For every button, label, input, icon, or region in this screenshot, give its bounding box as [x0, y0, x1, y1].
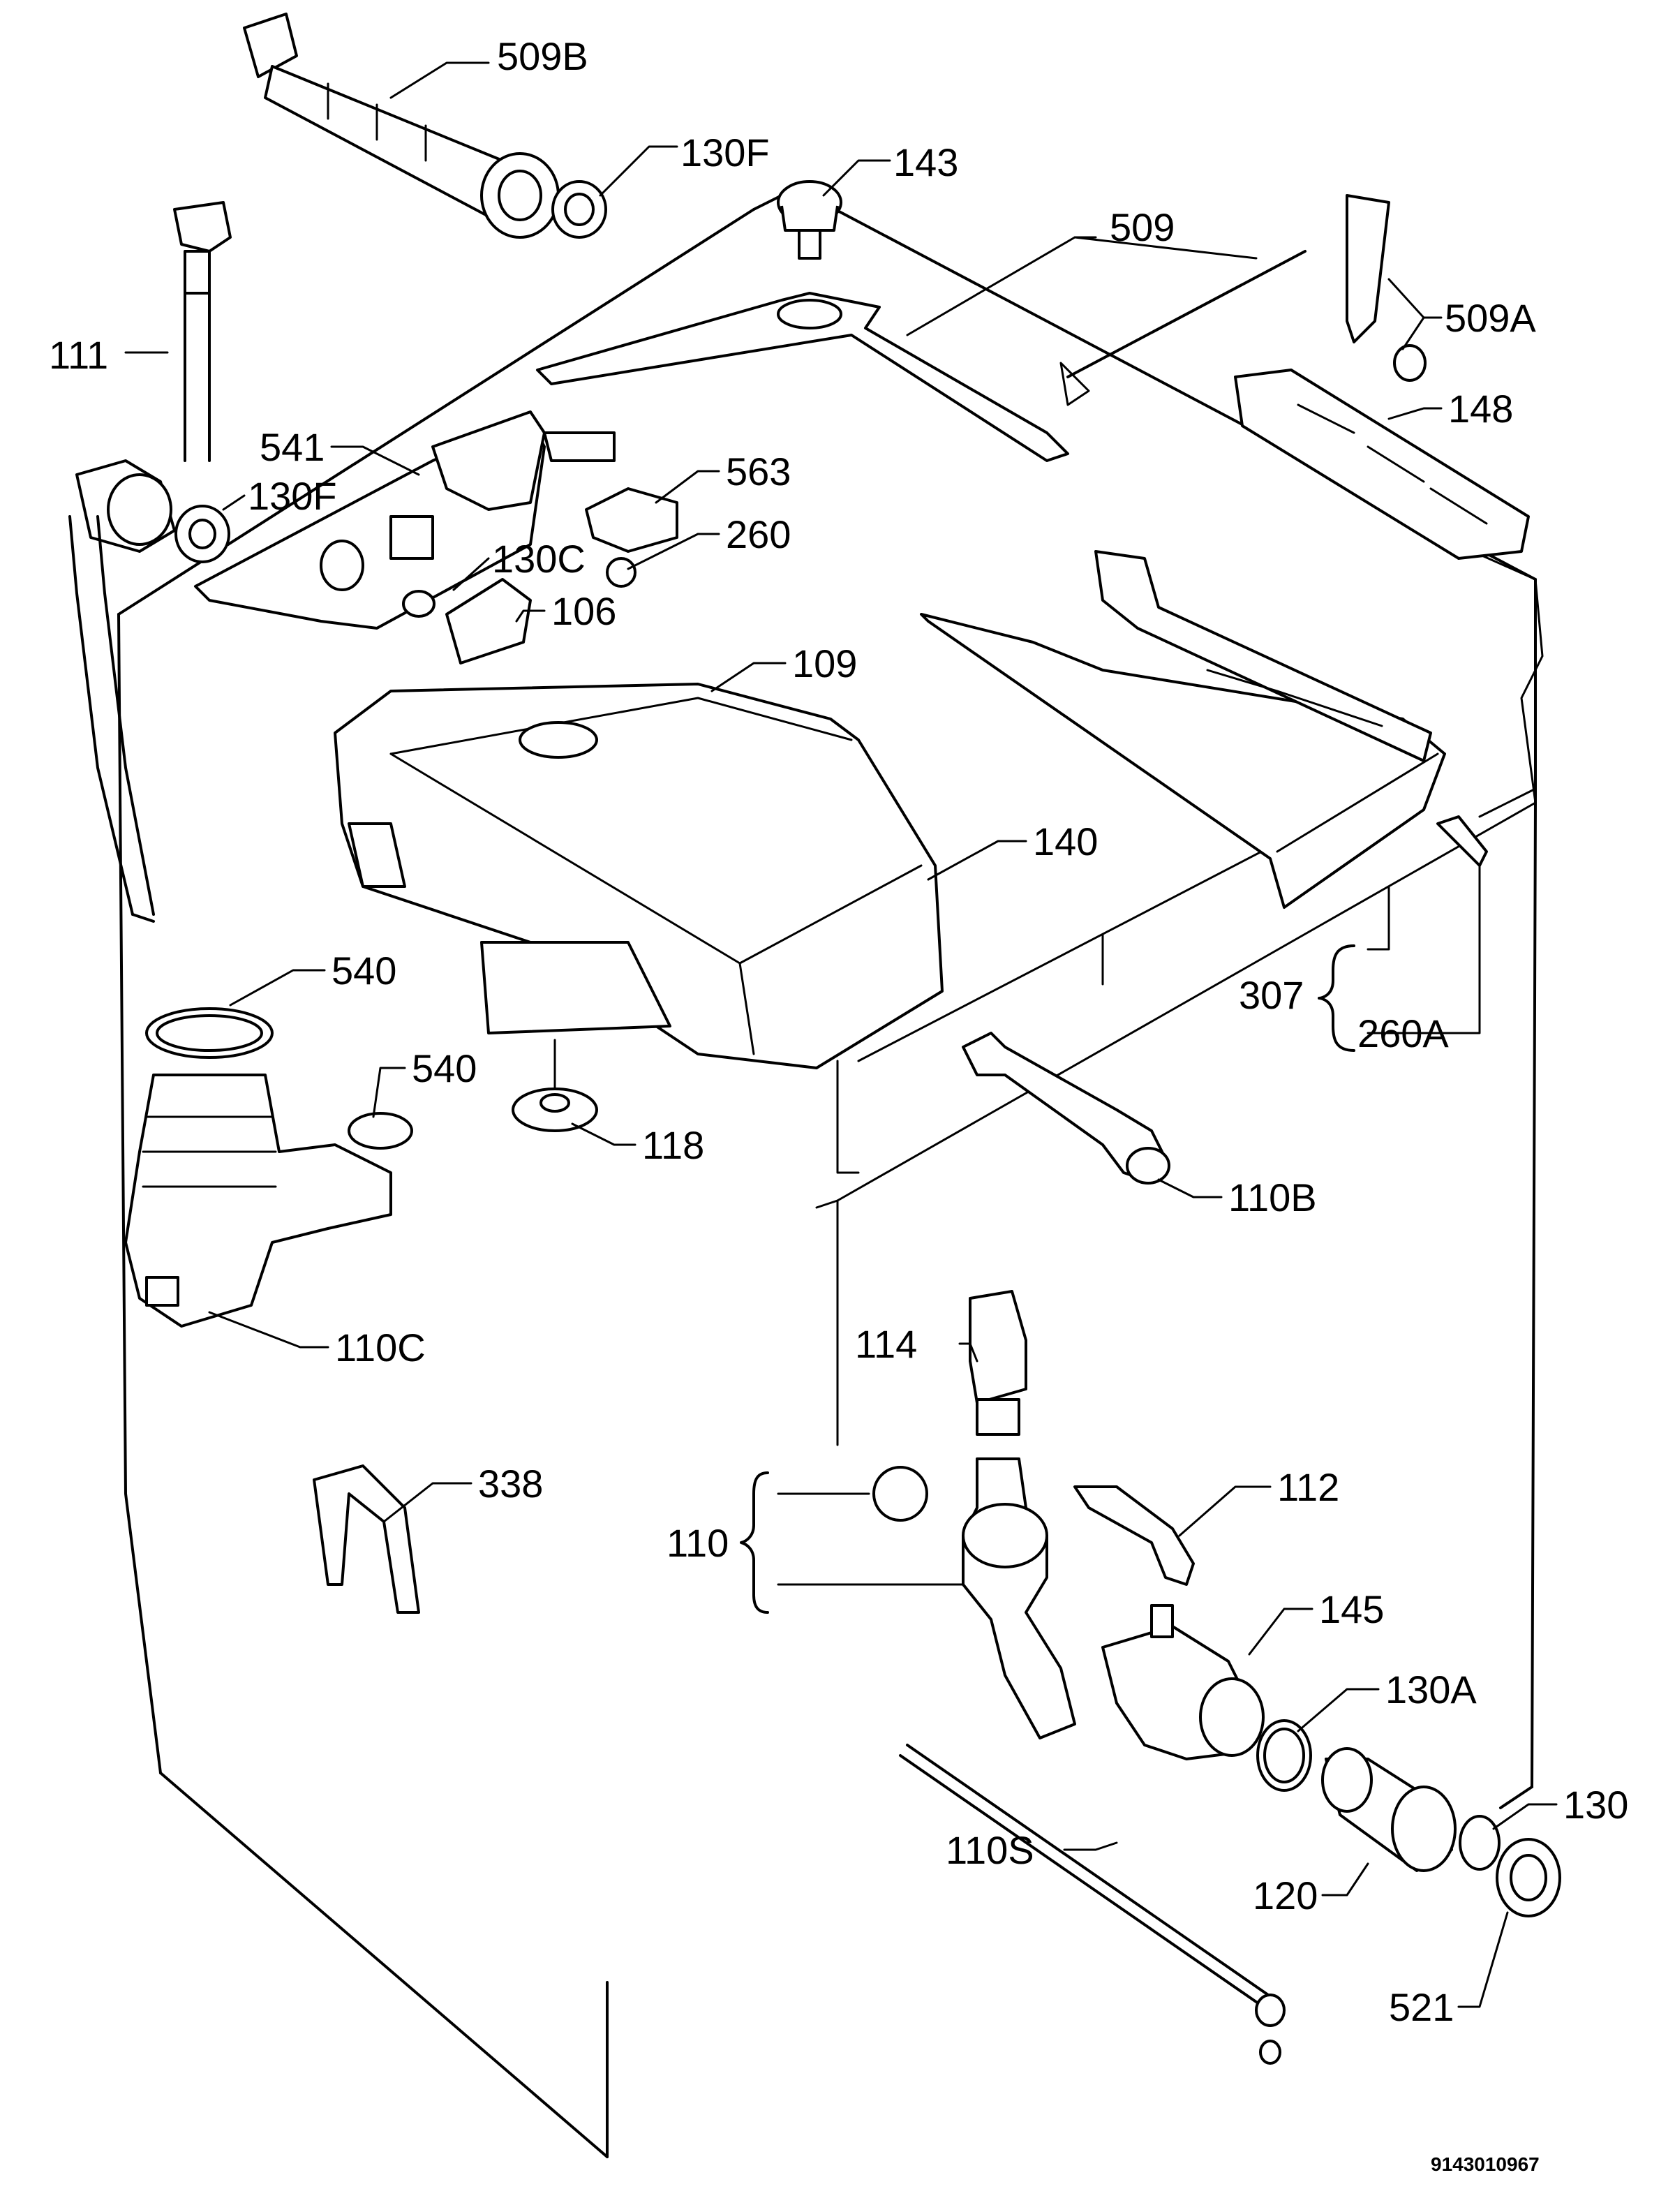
- part-130-seal: [1459, 1815, 1501, 1871]
- part-110c-sump-hose: [124, 1074, 392, 1328]
- part-509a-lever: [1346, 194, 1427, 382]
- label-111: 111: [49, 333, 108, 377]
- part-145-pump: [1101, 1604, 1265, 1760]
- label-143: 143: [893, 140, 958, 184]
- part-509-bracket: [536, 292, 1069, 462]
- part-111-inlet-hose: [173, 201, 232, 462]
- label-509a: 509A: [1445, 296, 1536, 340]
- label-540-top: 540: [332, 949, 396, 993]
- part-120-filter: [1321, 1747, 1457, 1872]
- label-260: 260: [726, 512, 791, 556]
- part-260a-clip: [1436, 815, 1488, 867]
- label-509b: 509B: [497, 34, 588, 78]
- cabinet-outline: [117, 187, 1544, 2158]
- label-541: 541: [260, 425, 325, 469]
- label-540-mid: 540: [412, 1046, 477, 1090]
- label-110: 110: [667, 1521, 729, 1565]
- label-109: 109: [792, 641, 857, 685]
- label-120: 120: [1253, 1873, 1318, 1917]
- diagram-code: 9143010967: [1431, 2153, 1540, 2175]
- part-307-dispenser-drawer: [920, 550, 1446, 909]
- label-140: 140: [1033, 819, 1098, 863]
- label-130: 130: [1563, 1783, 1628, 1827]
- label-509: 509: [1110, 205, 1175, 249]
- label-148: 148: [1448, 387, 1513, 431]
- label-260a: 260A: [1357, 1011, 1449, 1055]
- part-110b-hose: [962, 1032, 1170, 1185]
- part-118-filter: [512, 1039, 598, 1132]
- part-110-pump-housing: [872, 1457, 1076, 1739]
- label-110c: 110C: [335, 1326, 426, 1369]
- label-338: 338: [478, 1462, 543, 1506]
- part-130f-gasket-top: [551, 180, 607, 239]
- part-130a-seal: [1256, 1719, 1312, 1792]
- part-540-clamp-mid: [348, 1112, 413, 1150]
- label-110s: 110S: [946, 1828, 1034, 1872]
- bracket-307-260a: [1318, 944, 1355, 1052]
- part-109-140-dispenser-housing: [334, 683, 944, 1069]
- part-521-cap: [1496, 1838, 1561, 1917]
- label-563: 563: [726, 450, 791, 493]
- label-307: 307: [1239, 973, 1304, 1017]
- part-338-hose-guide: [313, 1464, 420, 1614]
- label-145: 145: [1319, 1587, 1384, 1631]
- part-112-hose: [1073, 1485, 1195, 1586]
- part-260-spring: [606, 557, 636, 588]
- part-563-cam: [585, 487, 678, 553]
- part-106-valve: [445, 578, 532, 665]
- label-106: 106: [551, 589, 616, 633]
- part-111-hose-elbow: [68, 459, 176, 923]
- bracket-110: [740, 1471, 769, 1614]
- label-521: 521: [1389, 1985, 1454, 2029]
- part-114-pressure-switch: [969, 1290, 1027, 1436]
- label-112: 112: [1277, 1465, 1339, 1509]
- part-541-valve-bracket: [194, 410, 616, 630]
- label-110b: 110B: [1228, 1175, 1317, 1219]
- label-114: 114: [855, 1322, 917, 1366]
- part-110s-rod: [899, 1744, 1286, 2065]
- label-130f-top: 130F: [680, 131, 770, 175]
- label-130c: 130C: [492, 537, 586, 581]
- part-130f-gasket-mid: [174, 505, 230, 563]
- part-labels: 509B 130F 143 509 509A 111 148 541 563 1…: [49, 34, 1628, 2175]
- part-509b-inlet-pipe: [243, 13, 560, 239]
- label-130a: 130A: [1385, 1668, 1477, 1712]
- label-118: 118: [642, 1123, 704, 1167]
- label-130f-mid: 130F: [248, 474, 337, 518]
- leader-lines: [124, 61, 1558, 2008]
- part-130c-gasket: [402, 590, 436, 618]
- part-143-knob: [777, 180, 842, 260]
- part-509-rod: [1059, 250, 1306, 406]
- part-148-dispenser-grill: [1234, 369, 1530, 560]
- part-540-clamp-top: [145, 1007, 274, 1059]
